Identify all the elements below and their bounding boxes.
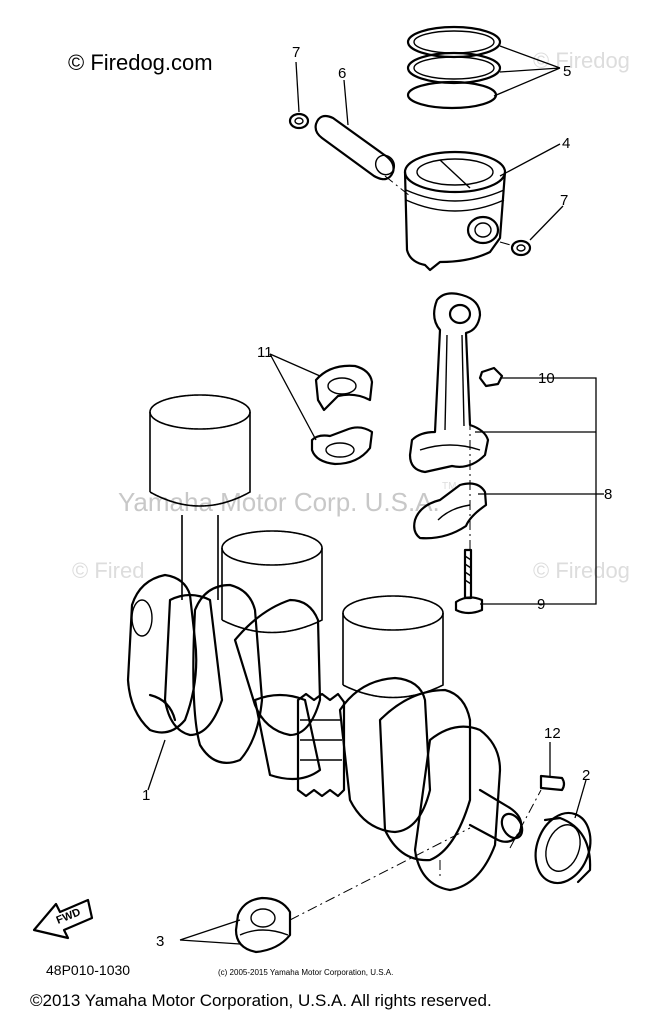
watermark-firedog-right-mid: © Firedog	[533, 558, 630, 583]
watermark-firedog-top: © Firedog.com	[68, 50, 213, 75]
part-label-1: 1	[142, 787, 150, 804]
part-label-6: 6	[338, 65, 346, 82]
oil-seal	[534, 811, 592, 885]
piston	[403, 150, 507, 272]
watermark-tm: TM	[442, 481, 456, 492]
part-label-11: 11	[257, 344, 273, 361]
connecting-rod-cap	[413, 482, 488, 540]
part-label-7-right: 7	[560, 192, 568, 209]
part-label-10: 10	[538, 370, 555, 387]
part-label-7-top: 7	[292, 44, 300, 61]
small-copyright: (c) 2005-2015 Yamaha Motor Corporation, …	[218, 968, 393, 977]
circlip-top	[288, 112, 310, 130]
rod-bolt	[454, 548, 484, 615]
footer-copyright: ©2013 Yamaha Motor Corporation, U.S.A. A…	[30, 991, 492, 1010]
part-label-2: 2	[582, 767, 590, 784]
watermark-firedog-left-mid: © Fired	[72, 558, 144, 583]
part-label-12: 12	[544, 725, 561, 742]
part-label-4: 4	[562, 135, 570, 152]
part-label-9: 9	[537, 596, 545, 613]
diagram-code: 48P010-1030	[46, 962, 130, 978]
leader-lines	[147, 45, 604, 945]
ghost-piston-3	[342, 595, 444, 699]
bearing-upper	[314, 364, 374, 412]
forward-arrow-icon: FWD	[32, 898, 94, 940]
piston-pin	[314, 114, 396, 181]
main-bearing	[234, 896, 292, 954]
woodruff-key	[539, 774, 566, 792]
ghost-piston-2	[221, 530, 323, 634]
part-label-8: 8	[604, 486, 612, 503]
part-label-3: 3	[156, 933, 164, 950]
connecting-rod	[408, 292, 490, 474]
watermark-yamaha-center: Yamaha Motor Corp. U.S.A.	[118, 487, 440, 517]
part-label-5: 5	[563, 63, 571, 80]
crankshaft	[126, 573, 524, 892]
circlip-right	[510, 239, 532, 257]
rod-nut	[478, 366, 504, 388]
bearing-lower	[310, 426, 374, 466]
piston-rings	[406, 25, 502, 110]
